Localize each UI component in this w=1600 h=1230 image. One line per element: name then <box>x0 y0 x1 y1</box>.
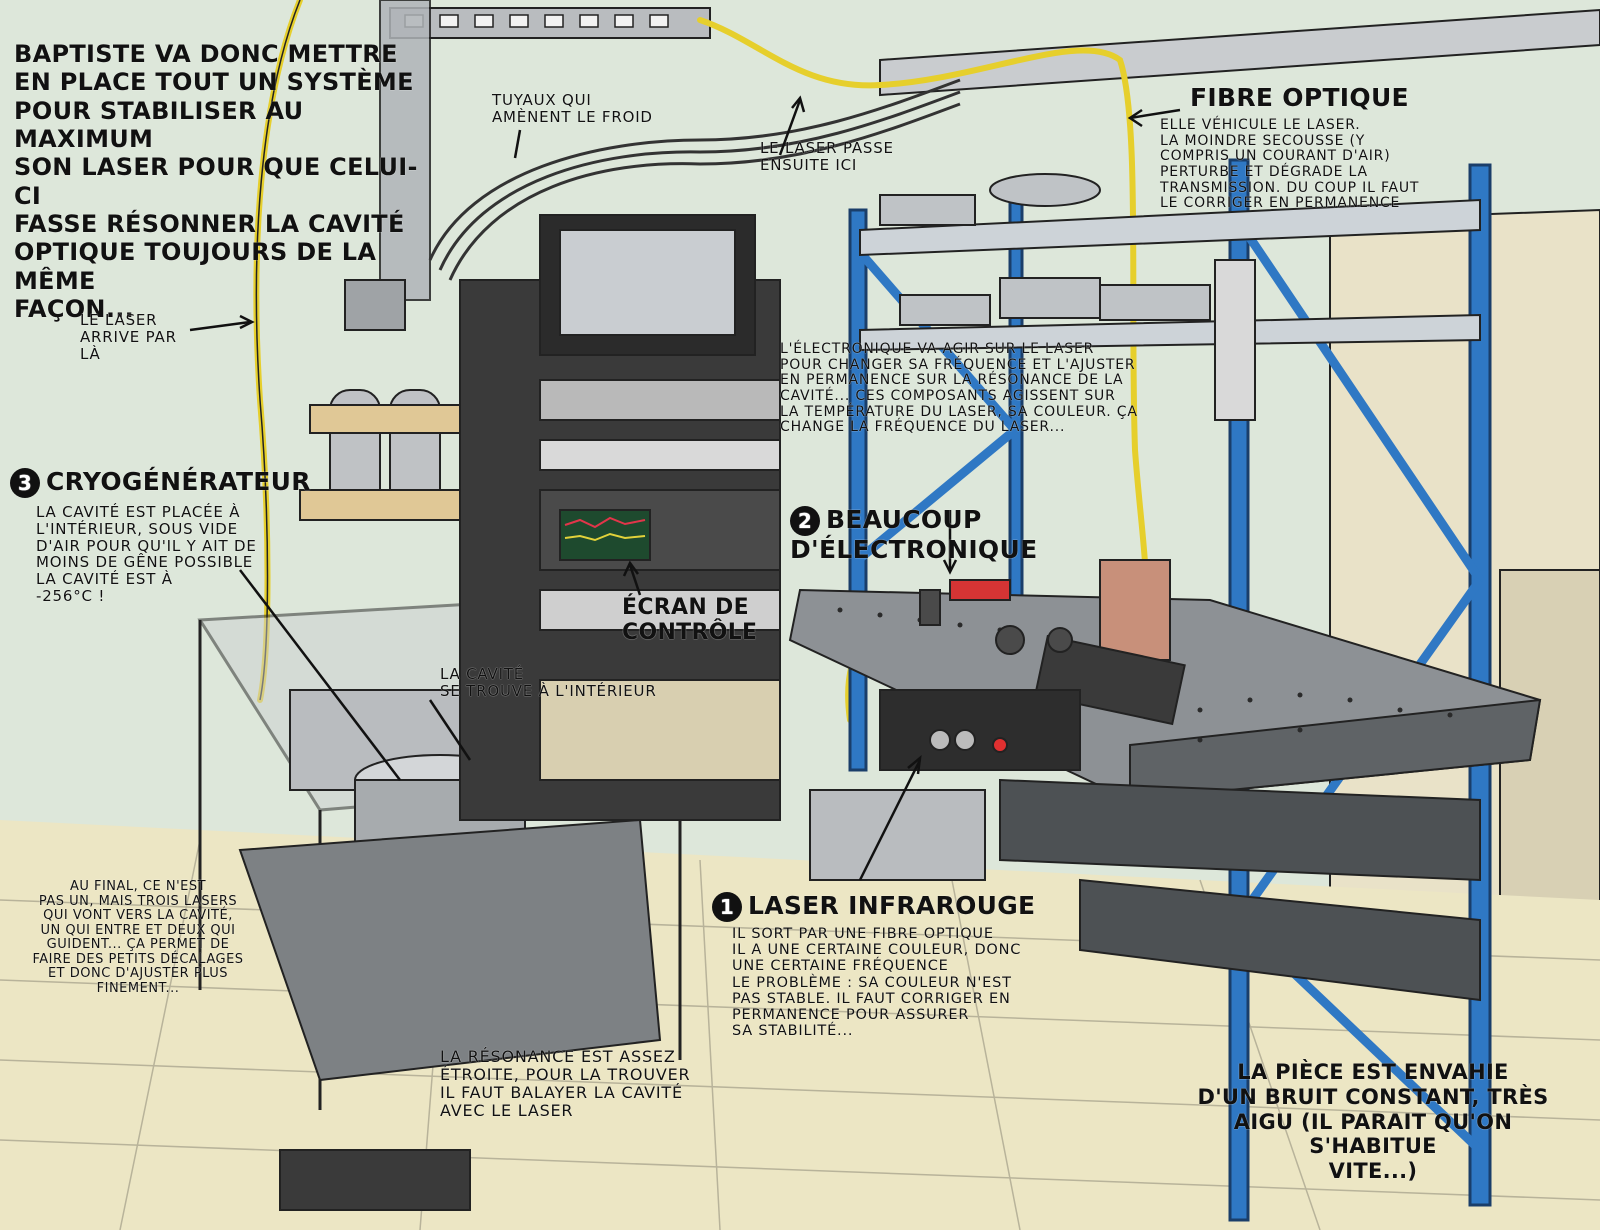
fibre-title: FIBRE OPTIQUE <box>1190 83 1409 112</box>
laser-passes-label: LE LASER PASSE ENSUITE ICI <box>760 139 894 174</box>
cryo-title: CRYOGÉNÉRATEUR <box>46 467 311 496</box>
lower-shelf <box>999 778 1481 882</box>
cold-pipes <box>428 78 961 281</box>
control-screen-label: ÉCRAN DE CONTRÔLE <box>622 595 758 645</box>
laser-arrives-label: LE LASER ARRIVE PAR LÀ <box>80 311 177 363</box>
vertical-beam <box>379 0 431 301</box>
laser-ir-title: LASER INFRAROUGE <box>748 891 1036 920</box>
annotation-arrows <box>189 95 1181 881</box>
laser-ir-number-badge: 1 <box>712 892 742 922</box>
upper-shelf <box>859 198 1481 257</box>
electronics-note: L'ÉLECTRONIQUE VA AGIR SUR LE LASER POUR… <box>780 341 1138 436</box>
fibre-optique-block: FIBRE OPTIQUE ELLE VÉHICULE LE LASER. LA… <box>1160 84 1490 212</box>
shelf-boxes <box>879 173 1211 326</box>
cryo-text: LA CAVITÉ EST PLACÉE À L'INTÉRIEUR, SOUS… <box>36 503 257 605</box>
middle-shelf <box>859 313 1481 352</box>
fibre-panel <box>1214 259 1256 421</box>
pipes-label: TUYAUX QUI AMÈNENT LE FROID <box>492 91 653 126</box>
rack-monitor-screen <box>559 229 736 336</box>
cryo-cylinders <box>299 279 476 521</box>
control-box-floor <box>279 1149 471 1211</box>
electronics-title: BEAUCOUP D'ÉLECTRONIQUE <box>790 505 1038 564</box>
fibre-text: ELLE VÉHICULE LE LASER. LA MOINDRE SECOU… <box>1160 117 1420 212</box>
electronics-rack <box>459 214 781 821</box>
three-lasers-note: AU FINAL, CE N'EST PAS UN, MAIS TROIS LA… <box>32 879 244 996</box>
noise-note: LA PIÈCE EST ENVAHIE D'UN BRUIT CONSTANT… <box>1197 1060 1549 1184</box>
cryo-number-badge: 3 <box>10 468 40 498</box>
laser-ir-text: IL SORT PAR UNE FIBRE OPTIQUE IL A UNE C… <box>732 926 1022 1040</box>
electronics-number-badge: 2 <box>790 506 820 536</box>
intro-caption: BAPTISTE VA DONC METTRE EN PLACE TOUT UN… <box>14 40 418 323</box>
resonance-note: LA RÉSONANCE EST ASSEZ ÉTROITE, POUR LA … <box>440 1047 691 1120</box>
cavity-inside-label: LA CAVITÉ SE TROUVE À L'INTÉRIEUR <box>440 665 657 700</box>
bottom-shelf <box>1079 878 1481 1002</box>
breadboard-lower <box>238 818 662 1082</box>
